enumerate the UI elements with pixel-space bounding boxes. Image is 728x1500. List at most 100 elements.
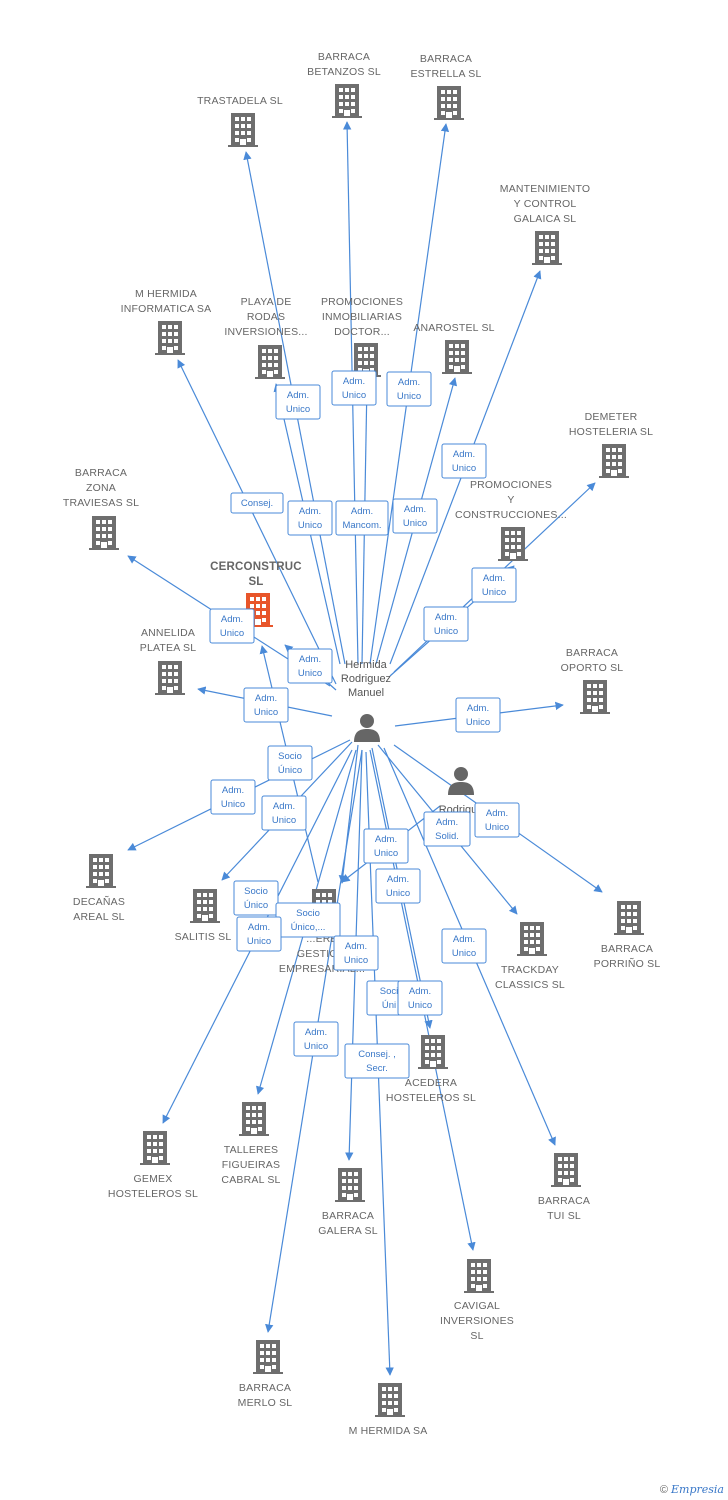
edge-label-box (209, 608, 255, 644)
building-icon (580, 680, 610, 714)
building-icon (464, 1259, 494, 1293)
company-node-salitis[interactable]: SALITIS SL (175, 889, 232, 943)
copyright-icon: © (659, 1483, 668, 1496)
edge-label-text: Adm.Solid. (435, 817, 459, 842)
edge-label-box (471, 567, 517, 603)
edge-label-box (392, 498, 438, 534)
edge-label-box (236, 916, 282, 952)
building-icon (332, 84, 362, 118)
edge-label-box (287, 500, 333, 536)
building-icon (532, 231, 562, 265)
edge-label-text: Consej. ,Secr. (358, 1049, 396, 1074)
edge-label-box (441, 928, 487, 964)
edge-label-text: Adm.Unico (220, 614, 244, 639)
brand-logo[interactable]: Empresia (671, 1483, 724, 1496)
edge-label-l25: Adm.Unico (333, 935, 379, 971)
company-label: ANAROSTEL SL (413, 322, 494, 334)
edge-label-l28: Adm.Unico (397, 980, 443, 1016)
building-icon (155, 321, 185, 355)
edge-label-l2: Adm.Unico (331, 370, 377, 406)
edge-label-box (375, 868, 421, 904)
edge-label-l7: Adm.Mancom. (335, 500, 389, 536)
edge-label-l19: Adm.Solid. (423, 811, 471, 847)
edge-label-box (455, 697, 501, 733)
edge-label-box (233, 880, 279, 916)
edge-label-l1: Adm.Unico (275, 384, 321, 420)
person-icon (354, 714, 380, 742)
edge-label-box (275, 384, 321, 420)
company-node-mhermida_sa[interactable]: M HERMIDA SA (349, 1383, 428, 1437)
edge-label-text: Adm.Unico (482, 573, 506, 598)
building-icon (140, 1131, 170, 1165)
edge-label-box (363, 828, 409, 864)
edge-label-l24: Adm.Unico (236, 916, 282, 952)
edge-label-text: Adm.Unico (485, 808, 509, 833)
edge-label-l20: Adm.Unico (363, 828, 409, 864)
edge-label-box (441, 443, 487, 479)
edge-label-l4: Adm.Unico (441, 443, 487, 479)
edge-label-box (331, 370, 377, 406)
edge-label-box (230, 492, 284, 514)
edge-label-text: Adm.Unico (272, 801, 296, 826)
edge-label-text: Adm.Unico (344, 941, 368, 966)
building-icon (155, 661, 185, 695)
edge-label-text: Adm.Unico (452, 449, 476, 474)
edge-label-l12: Adm.Unico (287, 648, 333, 684)
edge-label-box (397, 980, 443, 1016)
edge-label-text: Adm.Unico (298, 654, 322, 679)
footer: © Empresia (660, 1483, 724, 1496)
company-node-anarostel[interactable]: ANAROSTEL SL (413, 322, 494, 374)
edge-label-box (333, 935, 379, 971)
edge-label-text: Adm.Unico (254, 693, 278, 718)
building-icon (253, 1340, 283, 1374)
edge-label-text: Adm.Unico (286, 390, 310, 415)
edge-label-text: Adm.Unico (408, 986, 432, 1011)
edge-label-text: Adm.Unico (374, 834, 398, 859)
edge-label-text: Adm.Unico (247, 922, 271, 947)
company-node-trastadela[interactable]: TRASTADELA SL (197, 95, 283, 147)
edge-label-text: Adm.Unico (434, 612, 458, 637)
building-icon (434, 86, 464, 120)
